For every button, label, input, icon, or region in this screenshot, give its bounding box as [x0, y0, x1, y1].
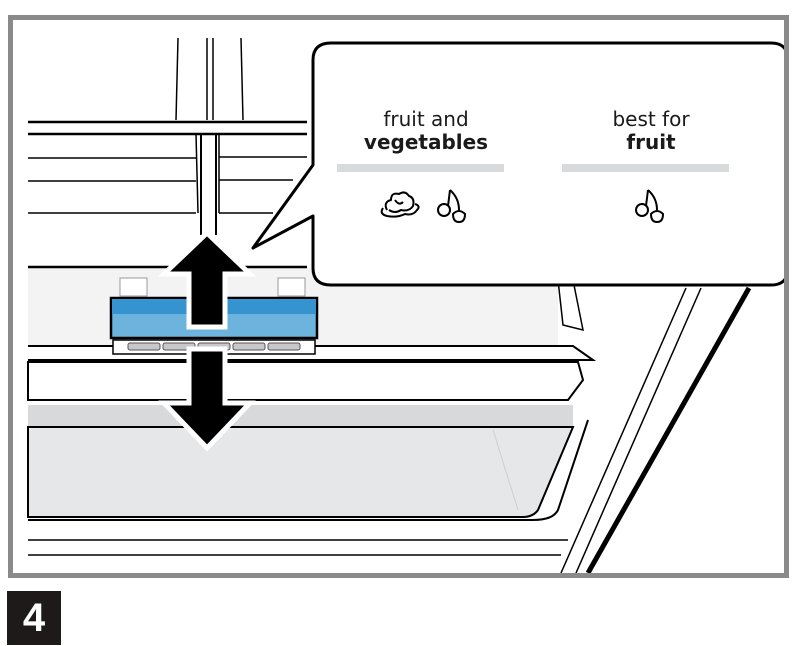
- option-fruit-and-vegetables: fruit and vegetables: [341, 108, 511, 154]
- option-left-divider: [337, 164, 504, 172]
- option-left-icons: [377, 188, 469, 224]
- option-best-for-fruit: best for fruit: [566, 108, 736, 154]
- step-number-badge: 4: [7, 591, 61, 645]
- illustration-frame: fruit and vegetables best for fruit: [8, 15, 789, 578]
- option-left-line1: fruit and: [383, 107, 469, 131]
- vegetable-icon: [380, 191, 420, 218]
- callout-bubble: [251, 41, 784, 287]
- cherry-icon: [437, 189, 467, 224]
- option-right-icons: [633, 188, 667, 224]
- upper-shelf: [28, 37, 307, 235]
- door-frame: [560, 286, 752, 573]
- option-right-line1: best for: [612, 107, 690, 131]
- cherry-icon: [635, 189, 665, 224]
- option-right-divider: [562, 164, 729, 172]
- crisper-drawer: [27, 361, 589, 556]
- option-right-line2: fruit: [626, 130, 676, 154]
- option-left-line2: vegetables: [363, 130, 489, 154]
- up-arrow-icon: [157, 229, 257, 330]
- fridge-illustration: [27, 37, 784, 573]
- up-down-arrow-icon: [158, 346, 256, 452]
